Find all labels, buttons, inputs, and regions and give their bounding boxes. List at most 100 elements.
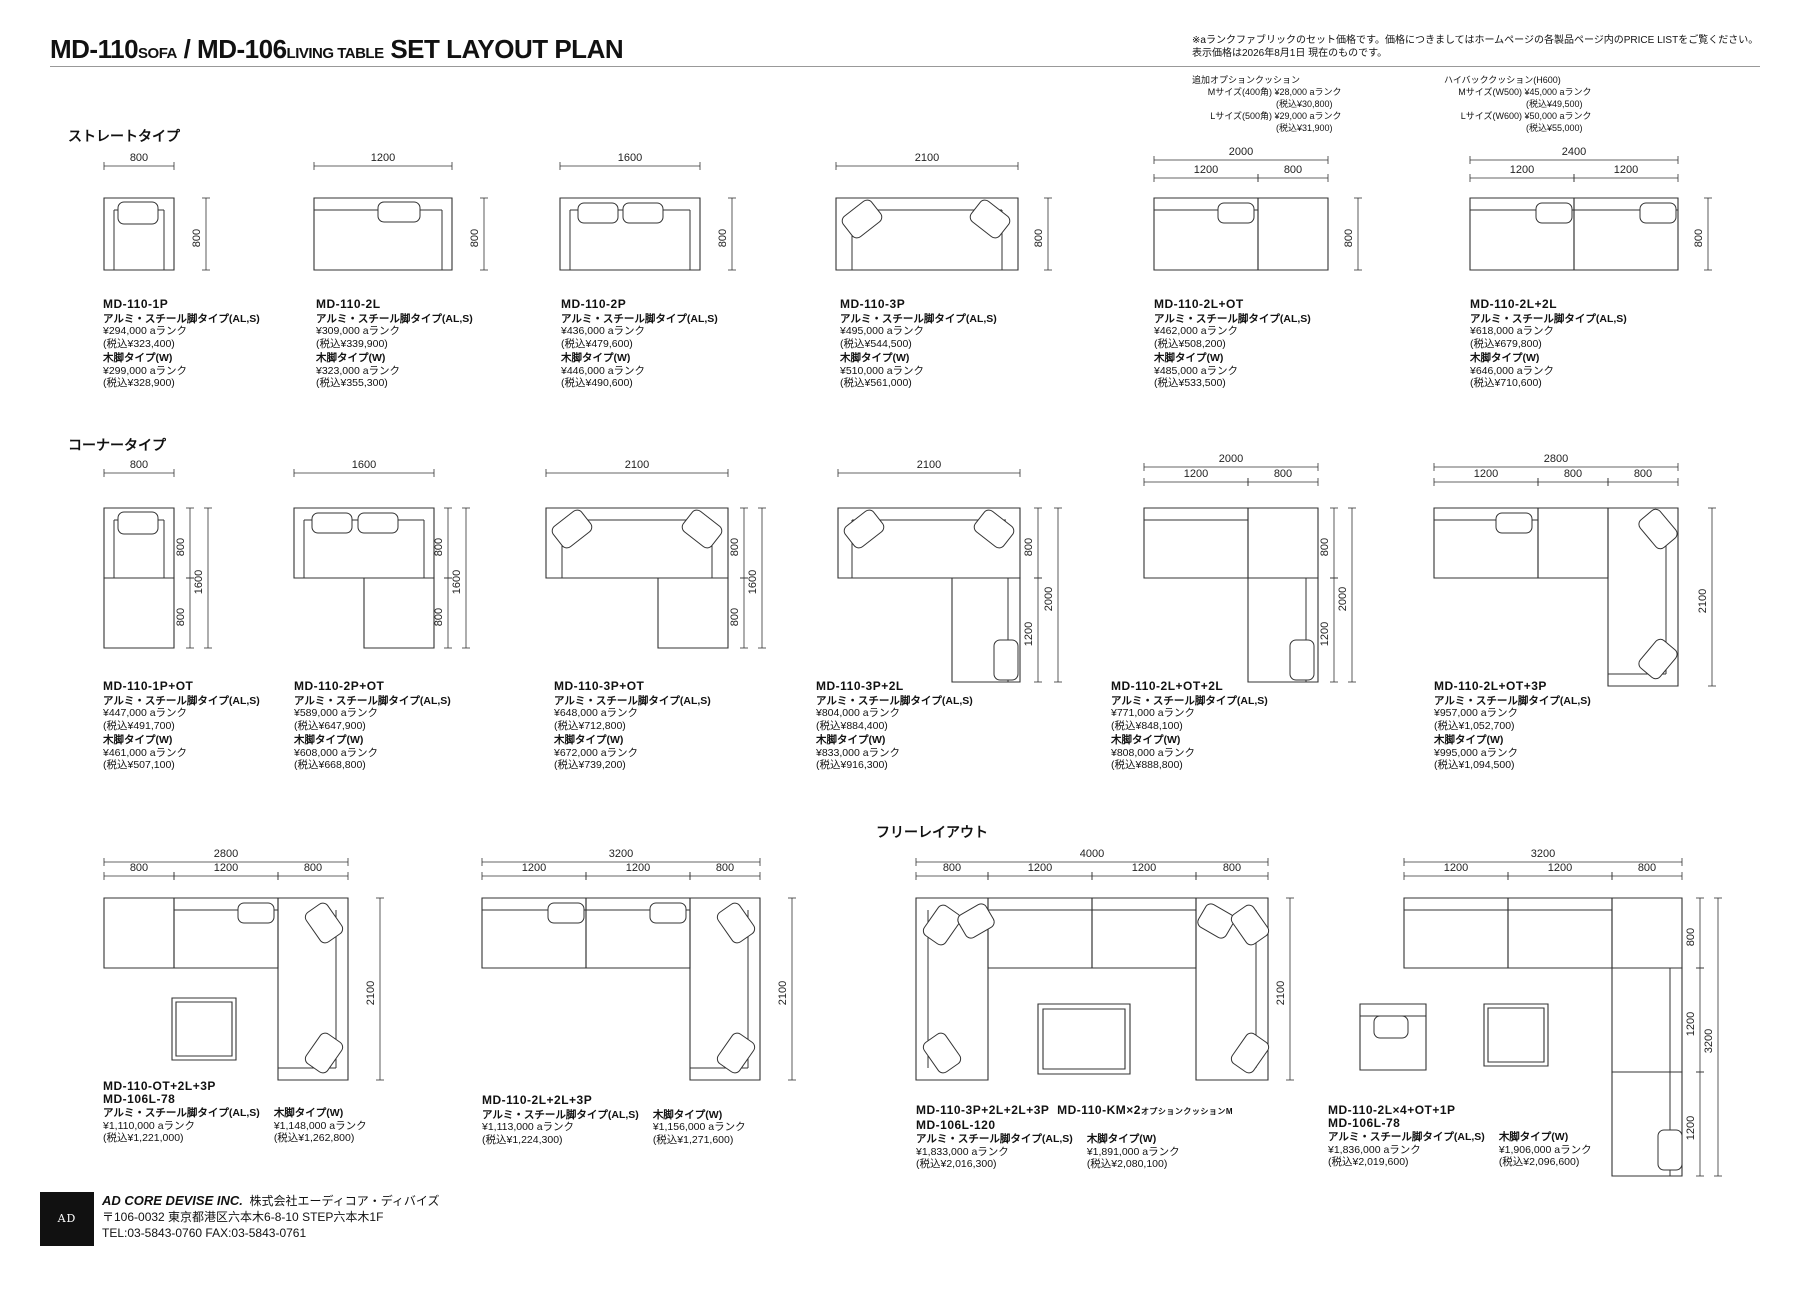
- cushion-code: MD-110-KM×2: [1057, 1103, 1141, 1117]
- alu-label: アルミ・スチール脚タイプ(AL,S): [316, 312, 473, 325]
- hb-m-label: Mサイズ(W500): [1458, 87, 1522, 97]
- dimension-label: 2400: [1562, 146, 1586, 158]
- sofa-module: [838, 508, 1020, 578]
- sofa-module: [952, 578, 1020, 682]
- addl-l-tax: (税込¥31,900): [1276, 123, 1333, 133]
- page-title: MD-110SOFA / MD-106LIVING TABLE SET LAYO…: [50, 34, 624, 65]
- wood-price: ¥510,000 aランク: [840, 364, 925, 377]
- dimension-label: 800: [1284, 164, 1302, 176]
- wood-label: 木脚タイプ(W): [1154, 352, 1224, 364]
- alu-tax: (税込¥2,019,600): [1328, 1156, 1409, 1168]
- dimension-label: 800: [716, 862, 734, 874]
- dimension-label: 2100: [365, 981, 377, 1005]
- wood-price: ¥1,891,000 aランク: [1086, 1145, 1180, 1158]
- wood-label: 木脚タイプ(W): [1434, 734, 1504, 746]
- alu-price: ¥957,000 aランク: [1434, 707, 1519, 719]
- living-table: [172, 998, 236, 1060]
- wood-label: 木脚タイプ(W): [294, 734, 364, 746]
- addl-m-label: Mサイズ(400角): [1207, 87, 1272, 97]
- title-sofa: SOFA: [138, 45, 177, 62]
- item-block: MD-110-2L アルミ・スチール脚タイプ(AL,S) ¥309,000 aラ…: [316, 298, 473, 390]
- addl-cushion-block: 追加オプションクッション Mサイズ(400角) ¥28,000 aランク (税込…: [1192, 74, 1342, 134]
- alu-price: ¥1,833,000 aランク: [916, 1145, 1009, 1158]
- sofa-module: [916, 898, 988, 1080]
- item-code: MD-110-1P+OT: [103, 679, 194, 693]
- item-code: MD-110-2L+OT: [1154, 297, 1244, 311]
- living-table: [1484, 1004, 1548, 1066]
- wood-label: 木脚タイプ(W): [273, 1107, 344, 1119]
- cushion: [378, 202, 420, 222]
- ottoman: [1612, 898, 1682, 968]
- item-block: MD-110-3P アルミ・スチール脚タイプ(AL,S) ¥495,000 aラ…: [840, 298, 997, 390]
- hb-l-price: ¥50,000 aランク: [1524, 111, 1592, 121]
- dimension-label: 4000: [1080, 848, 1104, 860]
- wood-price: ¥1,906,000 aランク: [1498, 1143, 1592, 1156]
- sofa-module: [546, 508, 728, 578]
- dimension-label: 800: [1638, 862, 1656, 874]
- price-note-line2: 表示価格は2026年8月1日 現在のものです。: [1192, 48, 1388, 59]
- dimension-label: 1200: [371, 152, 395, 164]
- cushion: [312, 513, 352, 533]
- alu-price: ¥294,000 aランク: [103, 325, 188, 337]
- wood-tax: (税込¥2,096,600): [1498, 1156, 1580, 1168]
- alu-tax: (税込¥544,500): [840, 337, 912, 350]
- alu-tax: (税込¥712,800): [554, 719, 626, 732]
- cushion: [968, 198, 1012, 241]
- alu-price: ¥1,110,000 aランク: [103, 1119, 196, 1132]
- cushion: [1640, 203, 1676, 223]
- company-tel: TEL:03-5843-0760 FAX:03-5843-0761: [102, 1226, 307, 1240]
- dimension-label: 2000: [1219, 453, 1243, 465]
- dimension-label: 800: [943, 862, 961, 874]
- addl-m-price: ¥28,000 aランク: [1274, 87, 1342, 97]
- item-block: MD-110-1P アルミ・スチール脚タイプ(AL,S) ¥294,000 aラ…: [103, 298, 260, 390]
- wood-price: ¥323,000 aランク: [316, 364, 401, 377]
- hb-m-price: ¥45,000 aランク: [1524, 87, 1592, 97]
- cushion: [1658, 1130, 1682, 1170]
- item-block: MD-110-2L+OT+3P アルミ・スチール脚タイプ(AL,S) ¥957,…: [1434, 680, 1591, 772]
- dimension-label: 1600: [747, 570, 759, 594]
- wood-tax: (税込¥710,600): [1470, 377, 1542, 389]
- alu-label: アルミ・スチール脚タイプ(AL,S): [1154, 312, 1311, 325]
- dimension-label: 800: [1685, 928, 1697, 946]
- dimension-label: 2000: [1043, 587, 1055, 611]
- wood-tax: (税込¥1,262,800): [273, 1132, 355, 1144]
- cushion: [956, 902, 997, 941]
- alu-tax: (税込¥647,900): [294, 719, 366, 732]
- wood-tax: (税込¥1,271,600): [652, 1133, 734, 1146]
- dimension-label: 800: [1023, 538, 1035, 556]
- dimension-label: 3200: [609, 848, 633, 860]
- alu-label: アルミ・スチール脚タイプ(AL,S): [816, 694, 973, 707]
- free-item-block: MD-110-2L×4+OT+1P MD-106L-78 アルミ・スチール脚タイ…: [1328, 1104, 1592, 1169]
- title-prefix: MD-110: [50, 34, 139, 64]
- sofa-module: [278, 898, 348, 1080]
- dimension-label: 1200: [1132, 862, 1156, 874]
- dimension-label: 800: [469, 229, 481, 247]
- company-logo: AD CORE: [40, 1192, 94, 1279]
- alu-tax: (税込¥323,400): [103, 337, 175, 350]
- hb-l-tax: (税込¥55,000): [1526, 123, 1583, 133]
- cushion: [303, 901, 345, 945]
- dimension-label: 800: [191, 229, 203, 247]
- item-block: MD-110-2P アルミ・スチール脚タイプ(AL,S) ¥436,000 aラ…: [561, 298, 718, 390]
- dimension-label: 1200: [1444, 862, 1468, 874]
- section-corner: コーナータイプ: [68, 437, 166, 453]
- item-block: MD-110-2L+OT+2L アルミ・スチール脚タイプ(AL,S) ¥771,…: [1111, 680, 1268, 772]
- dimension-label: 2800: [214, 848, 238, 860]
- cushion: [1229, 1031, 1271, 1075]
- hb-title: ハイバッククッション(H600): [1444, 75, 1561, 85]
- living-table-inner: [176, 1002, 232, 1056]
- cushion: [921, 1031, 963, 1075]
- wood-label: 木脚タイプ(W): [103, 352, 173, 364]
- alu-label: アルミ・スチール脚タイプ(AL,S): [103, 312, 260, 325]
- dimension-label: 3200: [1703, 1029, 1715, 1053]
- cushion: [548, 903, 584, 923]
- alu-tax: (税込¥1,221,000): [103, 1132, 184, 1144]
- alu-tax: (税込¥508,200): [1154, 337, 1226, 350]
- cushion: [921, 903, 963, 947]
- sofa-module: [1612, 1072, 1682, 1176]
- wood-price: ¥446,000 aランク: [561, 364, 646, 377]
- dimension-label: 800: [1319, 538, 1331, 556]
- cushion: [1536, 203, 1572, 223]
- dimension-label: 800: [175, 608, 187, 626]
- item-code: MD-110-3P+2L+2L+3P: [916, 1103, 1050, 1117]
